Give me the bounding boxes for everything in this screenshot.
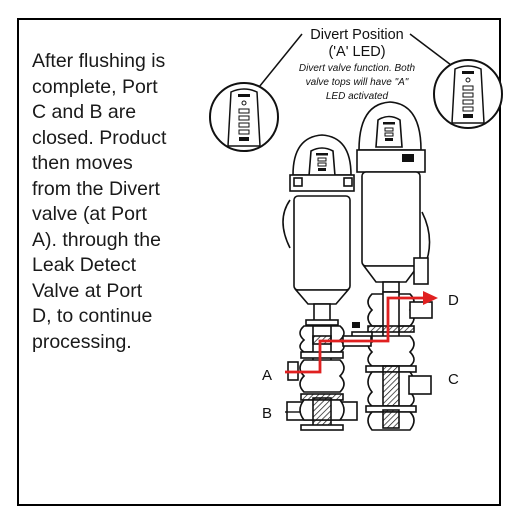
flow-path	[285, 296, 425, 374]
callout-note-line: LED activated	[326, 91, 389, 102]
description-text: After flushing is complete, Port C and B…	[32, 49, 202, 355]
description-line: C and B are	[32, 101, 137, 123]
description-line: A). through the	[32, 228, 161, 251]
diagram-frame	[17, 18, 501, 506]
description-line: processing.	[32, 330, 132, 353]
port-a-label: A	[262, 367, 272, 384]
callout-subtitle: ('A' LED)	[328, 44, 385, 60]
flow-arrow-head	[423, 291, 438, 305]
right-valve-top-detail	[433, 59, 503, 129]
callout-leader-left	[254, 33, 303, 93]
description-line: complete, Port	[32, 75, 158, 98]
callout-leader-right	[409, 33, 456, 69]
description-line: After flushing is	[32, 50, 166, 72]
callout-note-line: Divert valve function. Both	[299, 63, 416, 74]
left-valve-top-detail	[209, 82, 279, 152]
description-line: Valve at Port	[32, 279, 143, 302]
description-line: valve (at Port	[32, 203, 147, 225]
leak-detect-valve	[351, 101, 433, 431]
description-line: Leak Detect	[32, 254, 137, 276]
description-line: closed. Product	[32, 126, 167, 149]
port-d-label: D	[448, 292, 459, 309]
callout-title: Divert Position	[310, 27, 403, 43]
description-line: D, to continue	[32, 305, 153, 327]
divert-valve	[282, 134, 358, 431]
description-line: then moves	[32, 152, 133, 174]
description-line: from the Divert	[32, 177, 160, 200]
callout-note-line: valve tops will have "A"	[306, 77, 409, 88]
port-c-label: C	[448, 371, 459, 388]
port-b-label: B	[262, 405, 272, 422]
